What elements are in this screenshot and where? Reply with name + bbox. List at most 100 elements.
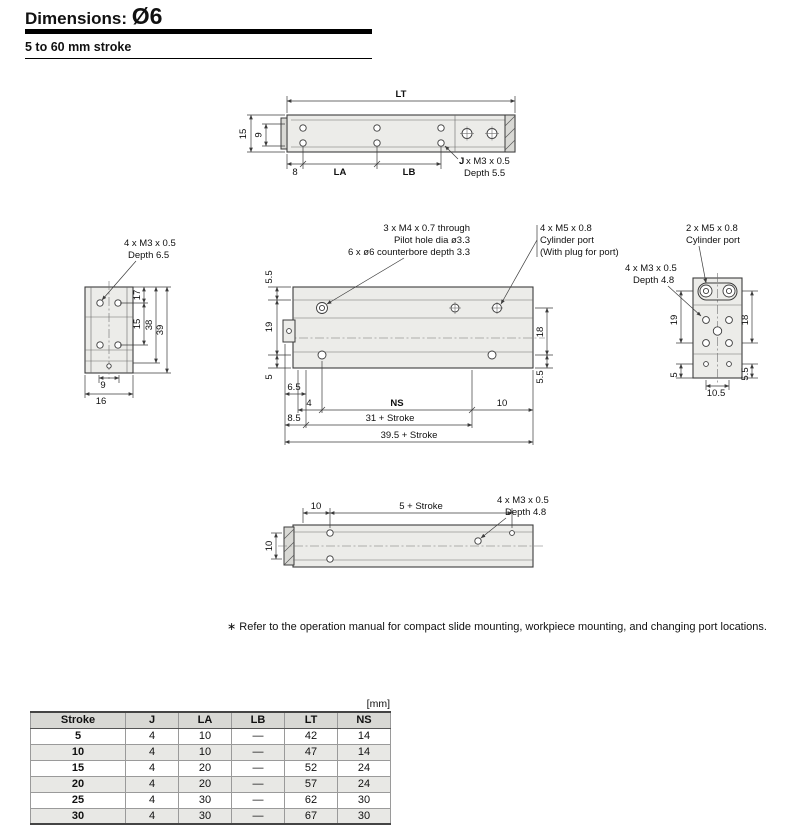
stroke-cell: 15	[30, 759, 126, 777]
table-cell: 30	[178, 791, 232, 809]
dimension-drawings: LT 15 9 8 LA LB	[84, 89, 758, 568]
table-row: 25 4 30 — 62 30	[30, 791, 391, 809]
dim-label-17: 17	[132, 290, 143, 301]
page-title: Dimensions: Ø6	[25, 3, 162, 30]
col-header-lt: LT	[284, 711, 338, 729]
title-rule	[25, 29, 372, 34]
left-dimension: 10	[264, 532, 282, 560]
pilot-hole-note: Pilot hole dia ø3.3	[394, 235, 470, 246]
table-cell: 20	[178, 775, 232, 793]
stroke-cell: 30	[30, 807, 126, 825]
dim-label-10-top: 10	[311, 501, 322, 512]
stroke-dimension-table: Stroke J LA LB LT NS 5 4 10 — 42 14 10 4…	[30, 711, 391, 825]
thread-note-text: 4 x M3 x 0.5	[625, 263, 677, 274]
table-header-row: Stroke J LA LB LT NS	[30, 711, 391, 729]
dim-label-ns: NS	[390, 398, 403, 409]
height-dimensions: 15 9	[238, 114, 285, 153]
table-cell: —	[231, 759, 285, 777]
left-end-view-drawing: 4 x M3 x 0.5 Depth 6.5 17 15 38 39	[84, 238, 176, 407]
dim-label-5-5-top: 5.5	[264, 270, 275, 283]
vertical-dimensions: 17 15 38 39	[120, 286, 171, 374]
table-cell: 4	[125, 775, 179, 793]
j-thread-note-prefix: J	[459, 156, 464, 167]
table-cell: 4	[125, 727, 179, 745]
dim-label-19: 19	[264, 322, 275, 333]
thread-depth-note: Depth 4.8	[633, 275, 674, 286]
footnote-text: Refer to the operation manual for compac…	[239, 621, 767, 633]
col-header-ns: NS	[337, 711, 391, 729]
thread-depth-note: Depth 4.8	[505, 507, 546, 518]
lt-dimension: LT	[286, 89, 516, 113]
top-view-left-cap	[280, 117, 288, 150]
table-row: 30 4 30 — 67 30	[30, 807, 391, 825]
left-dimensions: 5.5 19 5	[264, 270, 291, 380]
port-label-note: Cylinder port	[540, 235, 594, 246]
counterbore-depth-note: 6 x ø6 counterbore depth 3.3	[348, 247, 470, 258]
thread-note: 4 x M3 x 0.5 Depth 4.8	[625, 263, 702, 317]
port-size-note: 2 x M5 x 0.8	[686, 223, 738, 234]
dim-label-39-5-stroke: 39.5 + Stroke	[381, 430, 438, 441]
stroke-cell: 20	[30, 775, 126, 793]
col-header-la: LA	[178, 711, 232, 729]
dim-label-5: 5	[669, 372, 680, 377]
table-cell: 62	[284, 791, 338, 809]
dim-label-5-stroke: 5 + Stroke	[399, 501, 443, 512]
port-note: 2 x M5 x 0.8 Cylinder port	[686, 223, 740, 284]
table-cell: 10	[178, 727, 232, 745]
dim-label-8-5: 8.5	[287, 413, 300, 424]
col-header-lb: LB	[231, 711, 285, 729]
port-label-note: Cylinder port	[686, 235, 740, 246]
dim-label-38: 38	[144, 320, 155, 331]
title-bore-size: Ø6	[131, 3, 163, 29]
mounting-holes	[326, 529, 515, 563]
title-text: Dimensions:	[25, 9, 132, 28]
thread-note: 4 x M3 x 0.5 Depth 6.5	[101, 238, 176, 301]
table-cell: 4	[125, 743, 179, 761]
stroke-range-subtitle: 5 to 60 mm stroke	[25, 40, 132, 54]
dim-label-lb: LB	[403, 167, 416, 178]
j-thread-depth-note: Depth 5.5	[464, 168, 505, 179]
port-size-note: 4 x M5 x 0.8	[540, 223, 592, 234]
dim-label-10-5: 10.5	[707, 388, 726, 399]
thread-note: 4 x M3 x 0.5 Depth 4.8	[480, 495, 549, 539]
bottom-view-drawing: 10 5 + Stroke 4 x M3 x 0.5 Depth 4.8 10	[264, 495, 549, 568]
dim-label-10-left: 10	[264, 541, 275, 552]
dim-label-19: 19	[669, 315, 680, 326]
table-cell: —	[231, 791, 285, 809]
dim-label-18: 18	[740, 315, 751, 326]
dim-label-5-5-bottom: 5.5	[535, 370, 546, 383]
table-cell: 24	[337, 759, 391, 777]
dim-label-9: 9	[100, 380, 105, 391]
table-cell: 24	[337, 775, 391, 793]
dim-label-6-5: 6.5	[287, 382, 300, 393]
table-cell: 47	[284, 743, 338, 761]
dim-label-la: LA	[334, 167, 347, 178]
table-cell: 14	[337, 727, 391, 745]
subtitle-rule	[25, 58, 372, 59]
table-cell: 4	[125, 791, 179, 809]
right-dimensions: 18 5.5	[535, 307, 553, 384]
table-cell: 14	[337, 743, 391, 761]
holes-and-ports	[316, 302, 503, 360]
mounting-holes	[299, 124, 499, 147]
stroke-cell: 10	[30, 743, 126, 761]
stroke-cell: 5	[30, 727, 126, 745]
through-hole-note: 3 x M4 x 0.7 through	[383, 223, 470, 234]
table-row: 5 4 10 — 42 14	[30, 727, 391, 745]
thread-note-text: 4 x M3 x 0.5	[124, 238, 176, 249]
top-dimensions: 10 5 + Stroke	[302, 501, 513, 528]
dim-label-15: 15	[132, 319, 143, 330]
dim-label-5: 5	[264, 374, 275, 379]
table-cell: —	[231, 807, 285, 825]
dim-label-9: 9	[254, 132, 265, 137]
col-header-stroke: Stroke	[30, 711, 126, 729]
top-view-body	[286, 114, 516, 153]
right-end-view-drawing: 2 x M5 x 0.8 Cylinder port 4 x M3 x 0.5 …	[625, 223, 758, 399]
counterbore-note: 3 x M4 x 0.7 through Pilot hole dia ø3.3…	[326, 223, 470, 305]
ports-and-holes	[699, 284, 736, 367]
dim-label-lt: LT	[396, 89, 407, 100]
table-cell: 67	[284, 807, 338, 825]
table-cell: 42	[284, 727, 338, 745]
table-row: 10 4 10 — 47 14	[30, 743, 391, 761]
side-view-body	[292, 286, 534, 369]
